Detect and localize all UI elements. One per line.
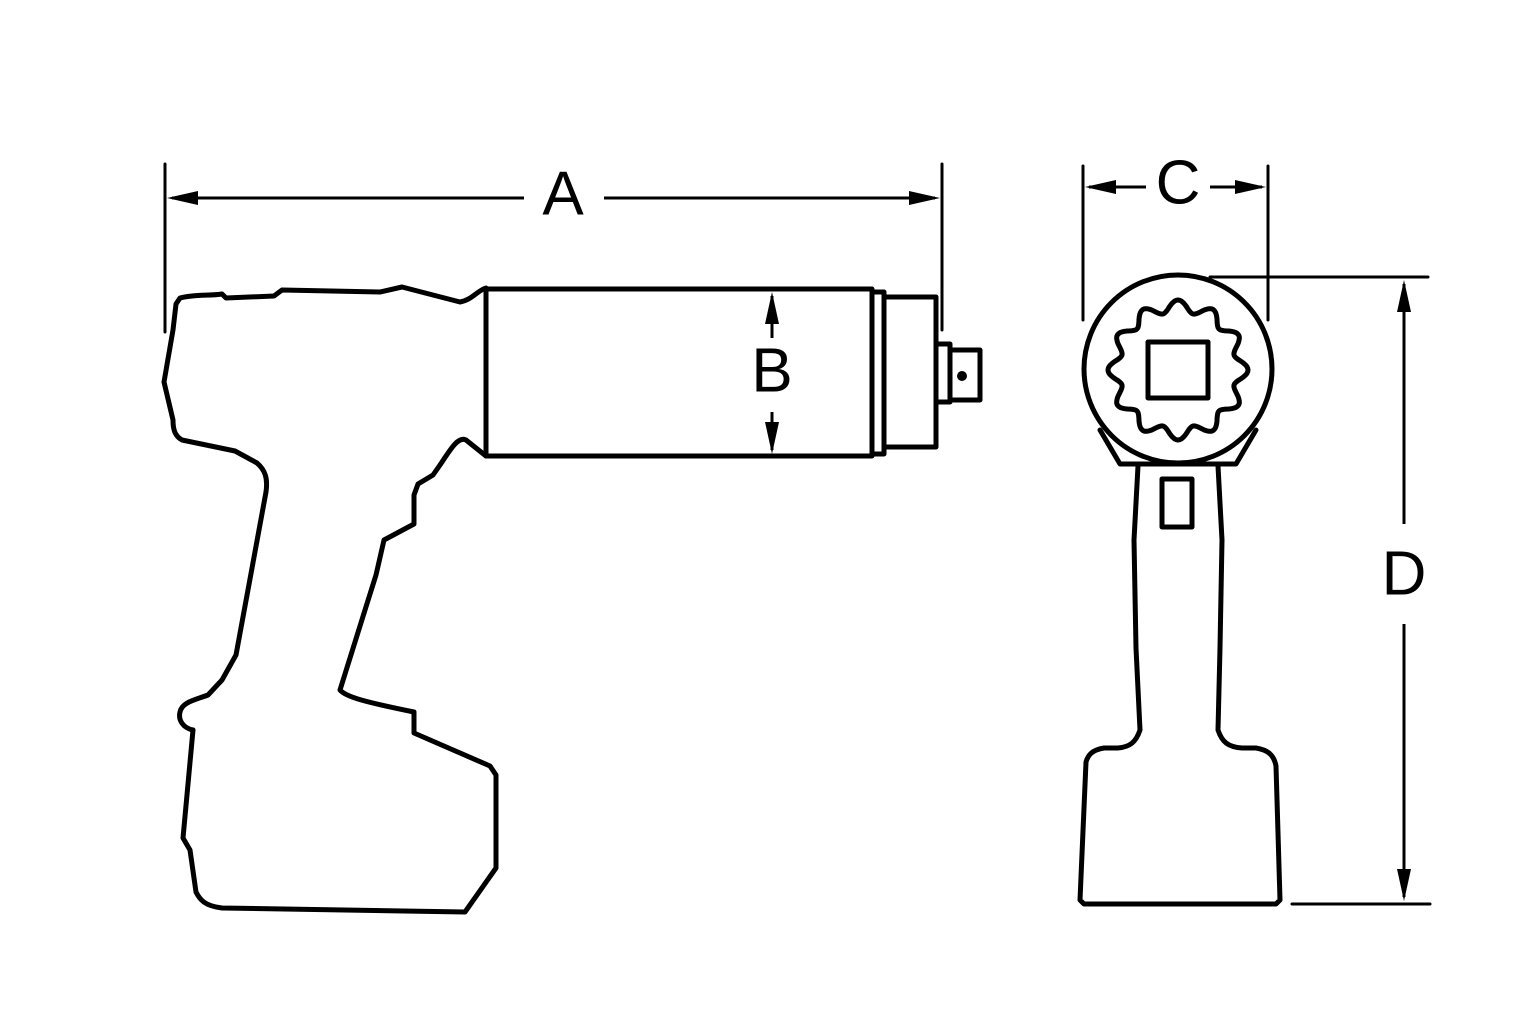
dimension-b: B — [742, 292, 802, 454]
head-neck — [1097, 427, 1259, 467]
dimension-d-label: D — [1382, 539, 1427, 608]
dimension-b-label: B — [751, 336, 792, 405]
front-view: C D — [1077, 148, 1438, 907]
dimension-a: A — [163, 159, 944, 334]
tool-body-outline — [161, 284, 499, 915]
dimension-c: C — [1081, 148, 1270, 322]
socket-scallop — [1105, 297, 1251, 443]
side-view: A B — [161, 159, 983, 915]
trigger-button — [1159, 476, 1195, 530]
square-drive — [947, 347, 983, 403]
gearbox-housing — [483, 286, 875, 459]
handle-outline — [1077, 463, 1283, 907]
drive-pin — [957, 371, 967, 381]
dimension-d: D — [1208, 275, 1438, 906]
nose-cap — [881, 294, 939, 450]
dimension-c-label: C — [1156, 148, 1201, 217]
head-outer-ring — [1081, 272, 1275, 466]
dimension-a-label: A — [542, 159, 584, 228]
square-hole — [1145, 339, 1211, 401]
